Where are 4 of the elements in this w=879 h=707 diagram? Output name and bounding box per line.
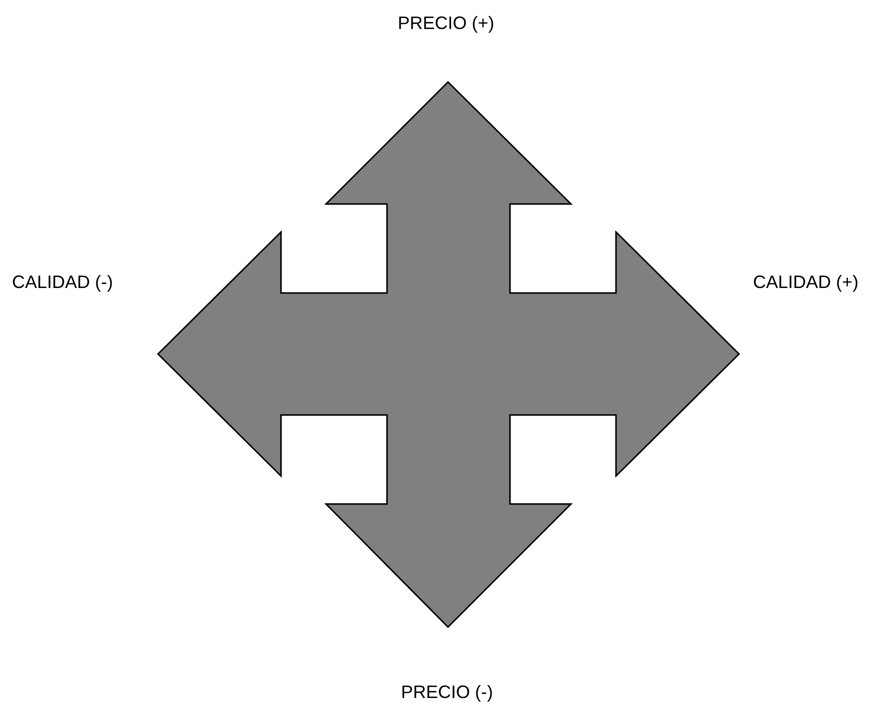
axis-label: PRECIO (-) [401, 681, 493, 703]
axis-label: PRECIO (+) [398, 12, 494, 34]
axis-label: CALIDAD (-) [12, 271, 114, 293]
axis-label: CALIDAD (+) [753, 271, 859, 293]
